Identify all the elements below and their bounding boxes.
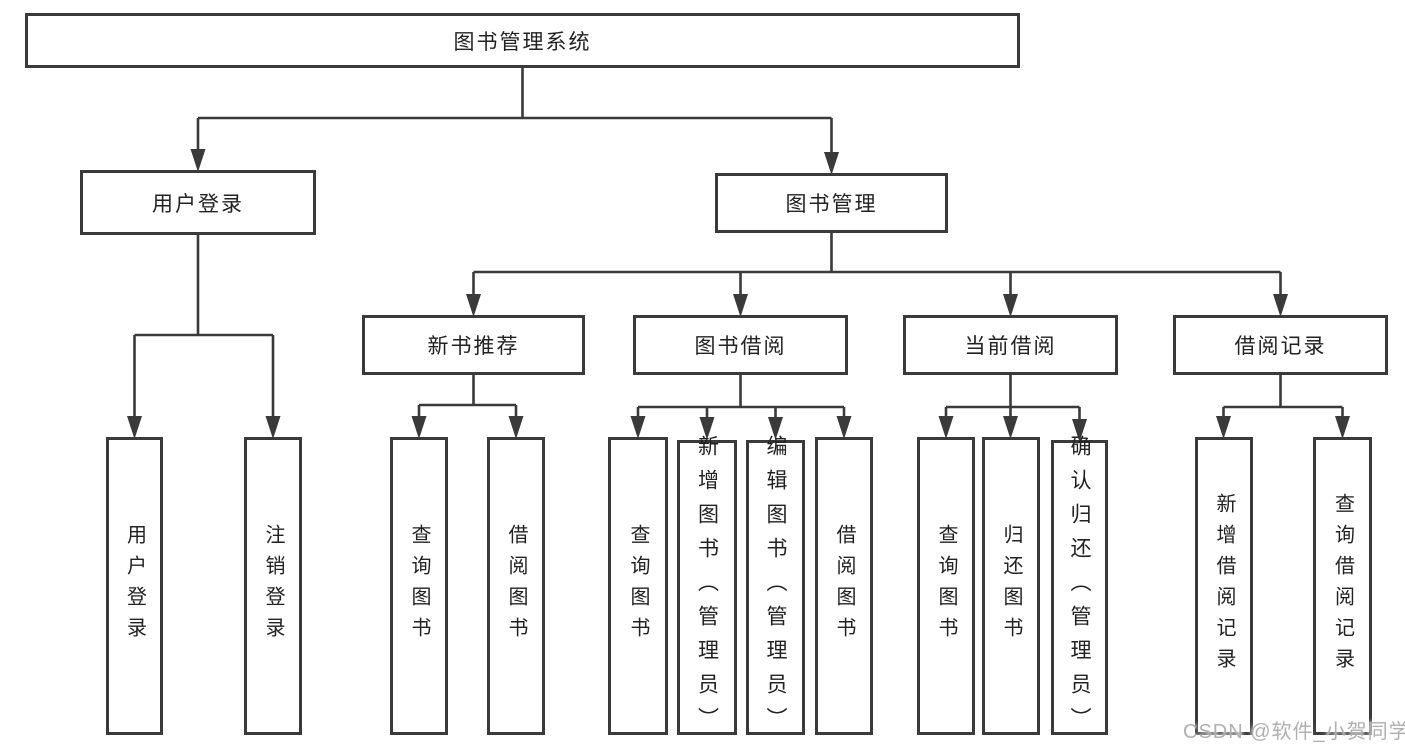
leaf-add-books-admin: 新增图书（管理员） [677, 435, 737, 741]
leaf-borrow-books-borrowing: 借阅图书 [815, 437, 873, 735]
leaf-add-borrow-record: 新增借阅记录 [1195, 437, 1253, 735]
leaf-logout: 注销登录 [244, 437, 302, 735]
connector-userlogin-to-leaves [133, 235, 275, 418]
leaf-edit-books-admin: 编辑图书（管理员） [746, 435, 805, 741]
node-label: 新书推荐 [427, 335, 520, 358]
arrowhead-icon [127, 416, 142, 439]
arrowhead-icon [1335, 416, 1350, 439]
arrowhead-icon [508, 416, 524, 439]
node-label: 当前借阅 [964, 335, 1057, 358]
node-label: 编辑图书（管理员） [764, 434, 787, 741]
node-borrowing-records: 借阅记录 [1173, 315, 1388, 375]
node-label: 借阅图书 [505, 524, 527, 648]
connector-borrowing-to-leaves [636, 375, 846, 418]
arrowhead-icon [190, 149, 206, 172]
leaf-user-login: 用户登录 [106, 437, 163, 735]
node-label: 新增图书（管理员） [695, 434, 719, 741]
node-label: 借阅记录 [1234, 335, 1327, 358]
node-book-management: 图书管理 [715, 173, 948, 233]
connector-bookmgmt-to-level3 [472, 233, 1282, 296]
node-label: 图书管理系统 [453, 30, 592, 54]
node-current-borrowing: 当前借阅 [903, 315, 1118, 375]
node-label: 图书管理 [785, 193, 878, 216]
node-label: 用户登录 [152, 192, 244, 216]
arrowhead-icon [768, 417, 783, 440]
arrowhead-icon [1003, 416, 1018, 439]
connector-root-to-level2 [196, 68, 833, 153]
connector-records-to-leaves [1222, 375, 1344, 418]
arrowhead-icon [630, 416, 646, 439]
arrowhead-icon [1003, 294, 1018, 317]
arrowhead-icon [824, 152, 839, 175]
node-label: 归还图书 [1000, 524, 1022, 648]
leaf-query-books-newbook: 查询图书 [390, 437, 448, 735]
leaf-confirm-return-admin: 确认归还（管理员） [1051, 435, 1108, 741]
leaf-query-borrow-record: 查询借阅记录 [1313, 437, 1372, 735]
connector-newbook-to-leaves [417, 375, 518, 418]
node-label: 借阅图书 [833, 524, 855, 648]
leaf-query-books-current: 查询图书 [917, 437, 975, 735]
leaf-borrow-books-newbook: 借阅图书 [487, 437, 545, 735]
node-label: 注销登录 [262, 524, 284, 648]
node-book-borrowing: 图书借阅 [633, 315, 848, 375]
arrowhead-icon [1273, 294, 1288, 317]
node-root-library-management-system: 图书管理系统 [25, 13, 1020, 68]
arrowhead-icon [699, 417, 715, 440]
arrowhead-icon [1072, 419, 1087, 442]
arrowhead-icon [1216, 416, 1231, 439]
node-label: 查询借阅记录 [1331, 493, 1354, 679]
arrowhead-icon [411, 416, 427, 439]
node-new-book-recommend: 新书推荐 [362, 315, 585, 375]
arrowhead-icon [938, 416, 954, 439]
node-label: 查询图书 [408, 524, 430, 648]
csdn-watermark: CSDN @软件_小贺同学 [1183, 721, 1405, 743]
node-user-login: 用户登录 [80, 170, 316, 235]
node-label: 查询图书 [627, 524, 649, 648]
arrowhead-icon [466, 294, 481, 317]
arrowhead-group [127, 149, 1350, 442]
arrowhead-icon [733, 294, 748, 317]
leaf-return-books: 归还图书 [982, 437, 1040, 735]
leaf-query-books-borrowing: 查询图书 [608, 437, 668, 735]
node-label: 确认归还（管理员） [1068, 434, 1091, 741]
arrowhead-icon [836, 416, 852, 439]
connector-current-to-leaves [944, 375, 1081, 421]
node-label: 新增借阅记录 [1213, 493, 1235, 679]
node-label: 图书借阅 [694, 335, 787, 358]
node-label: 用户登录 [123, 524, 146, 648]
arrowhead-icon [265, 416, 281, 439]
node-label: 查询图书 [935, 524, 957, 648]
